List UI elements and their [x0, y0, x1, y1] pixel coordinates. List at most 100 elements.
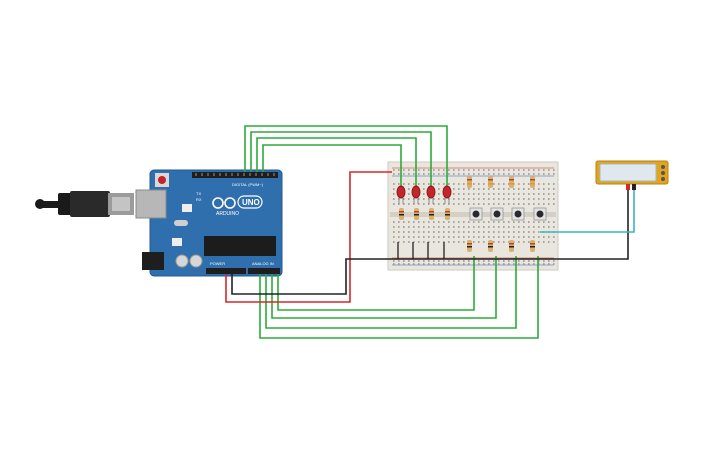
breadboard-hole: [503, 241, 505, 243]
breadboard-hole: [453, 169, 455, 171]
breadboard-hole: [443, 260, 445, 262]
led-red-1[interactable]: [396, 185, 406, 199]
breadboard-hole: [553, 198, 555, 200]
breadboard-hole: [503, 193, 505, 195]
led-signal-wires: [244, 125, 448, 196]
breadboard-hole: [548, 226, 550, 228]
breadboard-hole: [553, 260, 555, 262]
usb-cable: [35, 191, 134, 217]
breadboard-hole: [418, 203, 420, 205]
breadboard-hole: [468, 193, 470, 195]
breadboard-hole: [468, 169, 470, 171]
breadboard-hole: [453, 263, 455, 265]
breadboard-hole: [528, 193, 530, 195]
pullup-resistor-3[interactable]: [509, 176, 514, 188]
breadboard-hole: [393, 241, 395, 243]
breadboard-hole: [498, 263, 500, 265]
breadboard-hole: [478, 188, 480, 190]
breadboard-hole: [508, 260, 510, 262]
breadboard-hole: [483, 198, 485, 200]
breadboard-hole: [393, 203, 395, 205]
breadboard-hole: [528, 198, 530, 200]
breadboard-hole: [523, 173, 525, 175]
breadboard-hole: [428, 236, 430, 238]
breadboard-hole: [473, 183, 475, 185]
breadboard-hole: [413, 226, 415, 228]
breadboard-hole: [443, 169, 445, 171]
breadboard-hole: [518, 241, 520, 243]
breadboard-hole: [408, 241, 410, 243]
breadboard-hole: [543, 173, 545, 175]
breadboard-hole: [488, 169, 490, 171]
breadboard-hole: [523, 198, 525, 200]
breadboard-hole: [553, 236, 555, 238]
breadboard-hole: [508, 169, 510, 171]
pullup-resistor-2[interactable]: [488, 176, 493, 188]
breadboard-hole: [508, 221, 510, 223]
breadboard-hole: [403, 260, 405, 262]
breadboard-hole: [533, 263, 535, 265]
breadboard-hole: [398, 226, 400, 228]
breadboard-hole: [513, 236, 515, 238]
breadboard-hole: [403, 263, 405, 265]
pullup-resistor-1[interactable]: [467, 176, 472, 188]
breadboard-hole: [503, 198, 505, 200]
breadboard-hole: [538, 241, 540, 243]
breadboard-hole: [508, 231, 510, 233]
breadboard-hole: [543, 183, 545, 185]
breadboard-hole: [468, 263, 470, 265]
breadboard-hole: [518, 231, 520, 233]
breadboard-hole: [553, 226, 555, 228]
breadboard-hole: [453, 260, 455, 262]
breadboard-hole: [508, 236, 510, 238]
breadboard-hole: [458, 236, 460, 238]
breadboard-hole: [453, 193, 455, 195]
breadboard-hole: [458, 263, 460, 265]
breadboard-hole: [478, 173, 480, 175]
breadboard-hole: [498, 231, 500, 233]
breadboard-hole: [453, 188, 455, 190]
breadboard-hole: [518, 236, 520, 238]
breadboard-hole: [443, 226, 445, 228]
breadboard-hole: [408, 183, 410, 185]
breadboard-hole: [433, 263, 435, 265]
arduino-uno-board[interactable]: ARDUINO UNO DIGITAL (PWM~) POWER ANALOG …: [135, 169, 283, 277]
breadboard-hole: [418, 183, 420, 185]
breadboard-hole: [418, 263, 420, 265]
breadboard-hole: [478, 263, 480, 265]
breadboard-hole: [503, 169, 505, 171]
led-red-3[interactable]: [426, 185, 436, 199]
breadboard-hole: [518, 263, 520, 265]
breadboard-hole: [398, 241, 400, 243]
breadboard-hole: [548, 183, 550, 185]
power-label: POWER: [210, 261, 225, 266]
breadboard-hole: [453, 203, 455, 205]
led-red-4[interactable]: [442, 185, 452, 199]
breadboard-hole: [528, 231, 530, 233]
breadboard-hole: [483, 183, 485, 185]
breadboard-hole: [513, 173, 515, 175]
breadboard-hole: [528, 183, 530, 185]
breadboard-hole: [533, 226, 535, 228]
breadboard-hole: [403, 198, 405, 200]
wire-led-1: [262, 144, 402, 196]
resistor-band: [399, 211, 404, 213]
led-red-2[interactable]: [411, 185, 421, 199]
breadboard-hole: [543, 260, 545, 262]
breadboard-hole: [433, 169, 435, 171]
breadboard-hole: [548, 263, 550, 265]
breadboard-hole: [503, 231, 505, 233]
breadboard-hole: [408, 226, 410, 228]
breadboard-hole: [483, 203, 485, 205]
resistor-band: [414, 214, 419, 216]
breadboard-hole: [433, 183, 435, 185]
breadboard-hole: [538, 173, 540, 175]
pullup-resistor-4[interactable]: [530, 176, 535, 188]
reset-button[interactable]: [158, 176, 166, 184]
breadboard-hole: [533, 173, 535, 175]
breadboard-hole: [498, 173, 500, 175]
display-module[interactable]: [595, 160, 669, 190]
breadboard-hole: [418, 260, 420, 262]
breadboard-hole: [498, 183, 500, 185]
